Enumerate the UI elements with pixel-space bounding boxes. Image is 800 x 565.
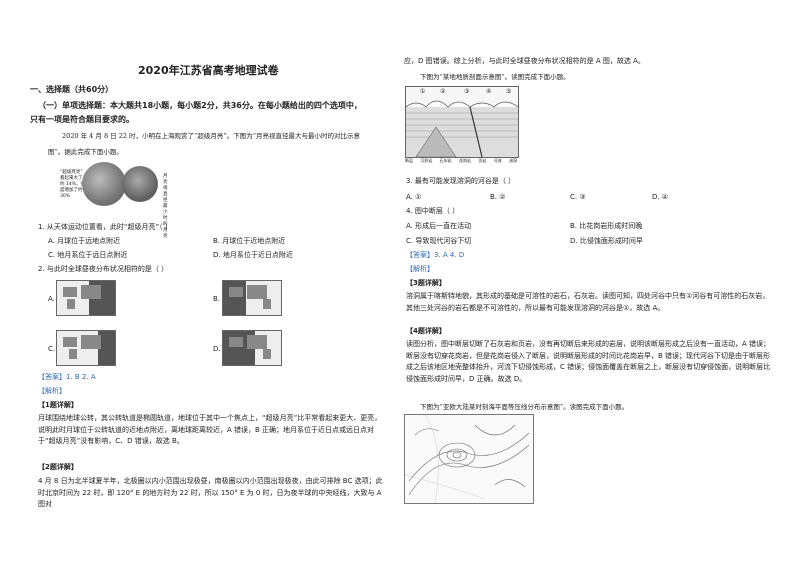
detail-1-label: 【1题详解】 (38, 401, 78, 409)
page-title: 2020年江苏省高考地理试卷 (138, 64, 279, 77)
q2-map-b[interactable] (222, 280, 282, 316)
legend-cave: 溶洞 (508, 158, 517, 163)
analysis-label: 【解析】 (38, 387, 66, 395)
legend-river: 河流 (493, 158, 502, 163)
q1-option-a[interactable]: A. 月球位于远地点附近 (48, 237, 121, 245)
legend-fault: 断层 (405, 158, 413, 163)
isobar-map-svg (405, 415, 530, 503)
q3-option-a[interactable]: A. ① (406, 193, 422, 201)
legend-shale: 页岩 (478, 158, 487, 163)
pressure-map-intro: 下图为“亚欧大陆某时刻海平面等压线分布示意图”。读图完成下面小题。 (420, 403, 629, 411)
moon-small-image (122, 166, 158, 202)
question-4: 4. 图中断层（ ） (406, 207, 460, 215)
q2-answer-conclusion: 应，D 图错误。综上分析，与此时全球昼夜分布状况相符的是 A 图，故选 A。 (404, 57, 645, 65)
q4-option-a[interactable]: A. 形成后一直在活动 (406, 222, 472, 230)
q3-option-c[interactable]: C. ③ (570, 193, 586, 201)
q2-label-b[interactable]: B. (213, 295, 221, 303)
isobar-map-figure (404, 414, 534, 504)
geology-legend: 断层 沉积岩 石灰岩 花岗岩 页岩 河流 溶洞 (405, 158, 517, 164)
answer-1-2: 【答案】1. B 2. A (38, 373, 96, 381)
q2-map-d[interactable] (222, 330, 282, 366)
profile-num-5: ⑤ (506, 88, 512, 95)
profile-num-1: ① (420, 88, 426, 95)
q2-label-d[interactable]: D. (213, 345, 221, 353)
detail-4-text: 读图分析，图中断层切断了石灰岩和页岩，没有再切断后来形成的岩层，说明该断层形成之… (406, 340, 771, 383)
detail-3-text: 溶洞属于喀斯特地貌，其形成的基础是可溶性的岩石，石灰岩。读图可知，四处河谷中只有… (406, 292, 770, 312)
profile-num-2: ② (440, 88, 446, 95)
question-intro-cont: 图”。据此完成下面小题。 (48, 148, 123, 156)
question-intro: 2020 年 4 月 8 日 22 时，小明在上海观赏了“超级月亮”。下图为“月… (62, 132, 361, 140)
subsection-heading: （一）单项选择题：本大题共18小题，每小题2分，共36分。在每小题给出的四个选项… (38, 101, 362, 110)
subsection-heading-cont: 只有一项是符合题目要求的。 (30, 115, 134, 124)
q1-option-c[interactable]: C. 地月系位于远日点附近 (48, 251, 128, 259)
q1-option-b[interactable]: B. 月球位于近地点附近 (213, 237, 286, 245)
q2-label-c[interactable]: C. (48, 345, 56, 353)
profile-num-4: ④ (486, 88, 492, 95)
geology-intro: 下图为“某地地质剖面示意图”。读图完成下面小题。 (420, 73, 570, 81)
detail-2-label: 【2题详解】 (38, 463, 78, 471)
q4-option-d[interactable]: D. 比侵蚀面形成时间早 (570, 237, 643, 245)
q2-map-c[interactable] (56, 330, 116, 366)
q3-option-d[interactable]: D. ④ (652, 193, 669, 201)
legend-sedimentary: 沉积岩 (420, 158, 433, 163)
detail-4-label: 【4题详解】 (406, 327, 446, 335)
legend-granite: 花岗岩 (458, 158, 471, 163)
q4-option-c[interactable]: C. 导致现代河谷下切 (406, 237, 472, 245)
q2-label-a[interactable]: A. (48, 295, 55, 303)
profile-num-3: ③ (464, 88, 470, 95)
q4-option-b[interactable]: B. 比花岗岩形成时间晚 (570, 222, 643, 230)
legend-limestone: 石灰岩 (439, 158, 452, 163)
q3-option-b[interactable]: B. ② (490, 193, 506, 201)
section-heading: 一、选择题（共60分） (30, 85, 114, 94)
geology-profile-svg (406, 100, 518, 157)
moon-right-caption: 月亮视直径最小时的月亮 (163, 174, 168, 239)
question-3: 3. 最有可能发现溶洞的河谷是（ ） (406, 177, 516, 185)
answer-3-4: 【答案】3. A 4. D (406, 251, 465, 259)
detail-2-text: 4 月 8 日为北半球夏半年，北极圈以内小范围出现极昼，南极圈以内小范围出现极夜… (38, 477, 383, 508)
moon-large-image (82, 162, 126, 206)
detail-3-label: 【3题详解】 (406, 279, 446, 287)
question-2: 2. 与此时全球昼夜分布状况相符的是（ ） (38, 265, 169, 273)
q2-map-a[interactable] (56, 280, 116, 316)
detail-1-text: 月球围绕地球公转，其公转轨道是椭圆轨道，地球位于其中一个焦点上，“超级月亮”比平… (38, 414, 382, 445)
question-1: 1. 从天体运动位置看，此时“超级月亮”（ ） (38, 223, 172, 231)
q1-option-d[interactable]: D. 地月系位于近日点附近 (213, 251, 293, 259)
analysis-label-2: 【解析】 (406, 265, 434, 273)
geology-profile-figure: ① ② ③ ④ ⑤ (405, 86, 519, 158)
